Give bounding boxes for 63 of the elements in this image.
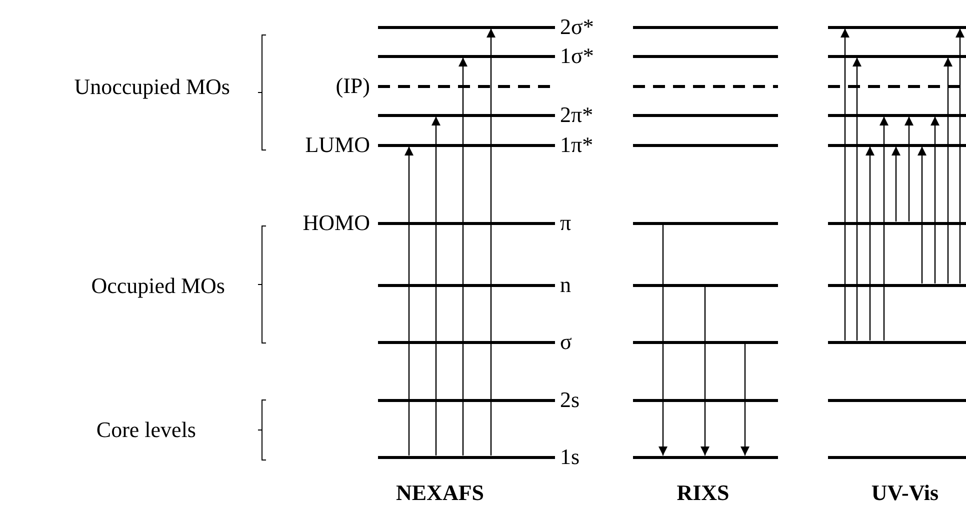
energy-level-line [378,114,555,116]
transition-arrow [840,28,850,340]
energy-level-line [378,54,555,58]
column-title: UV-Vis [871,481,939,505]
transition-arrow [740,344,750,456]
energy-level-line [378,398,555,402]
group-label: Occupied MOs [91,274,225,298]
energy-level-line [828,26,966,28]
group-label: Unoccupied MOs [74,75,230,99]
transition-arrow [852,58,862,340]
energy-level-line [828,340,966,344]
energy-level-line [633,144,778,146]
group-label: Core levels [96,418,196,442]
level-label: HOMO [302,211,370,235]
transition-arrow [944,58,952,284]
energy-level-line [828,54,966,58]
level-label: 1s [560,445,580,469]
energy-level-line [633,340,778,344]
transition-arrow [956,28,964,284]
level-label: (IP) [336,74,370,98]
transition-arrow [658,224,668,456]
dashed-level-line [633,84,778,88]
column-title: NEXAFS [396,481,484,505]
energy-level-line [633,456,778,458]
energy-level-line [378,222,555,224]
level-label: 2σ* [560,15,594,39]
transition-arrow [458,58,468,456]
transition-arrow [486,28,496,456]
transition-arrow [432,116,440,456]
level-label: 2π* [560,103,594,127]
energy-level-line [378,456,555,458]
transition-arrow [700,286,710,456]
transition-arrow [866,146,874,340]
energy-level-line [633,222,778,224]
transition-arrow [930,116,940,284]
level-label: LUMO [305,133,370,157]
energy-level-line [828,398,966,402]
energy-level-line [633,114,778,116]
energy-level-line [633,26,778,28]
column-title: RIXS [676,481,730,505]
energy-level-line [378,340,555,344]
level-label: π [560,211,572,235]
level-label: 2s [560,388,580,412]
energy-level-line [633,54,778,58]
energy-level-line [378,26,555,28]
transition-arrow [904,116,914,222]
energy-level-line [378,284,555,286]
transition-arrow [880,116,888,340]
level-label: n [560,273,571,297]
energy-level-line [828,222,966,224]
level-label: 1π* [560,133,594,157]
energy-level-line [828,456,966,458]
energy-level-line [378,144,555,146]
level-label: 1σ* [560,44,594,68]
transition-arrow [892,146,900,222]
energy-level-line [828,114,966,116]
level-label: σ [560,330,572,354]
energy-level-line [828,284,966,286]
energy-level-line [828,144,966,146]
energy-level-line [633,398,778,402]
transition-arrow [918,146,926,284]
transition-arrow [404,146,414,456]
energy-level-line [633,284,778,286]
